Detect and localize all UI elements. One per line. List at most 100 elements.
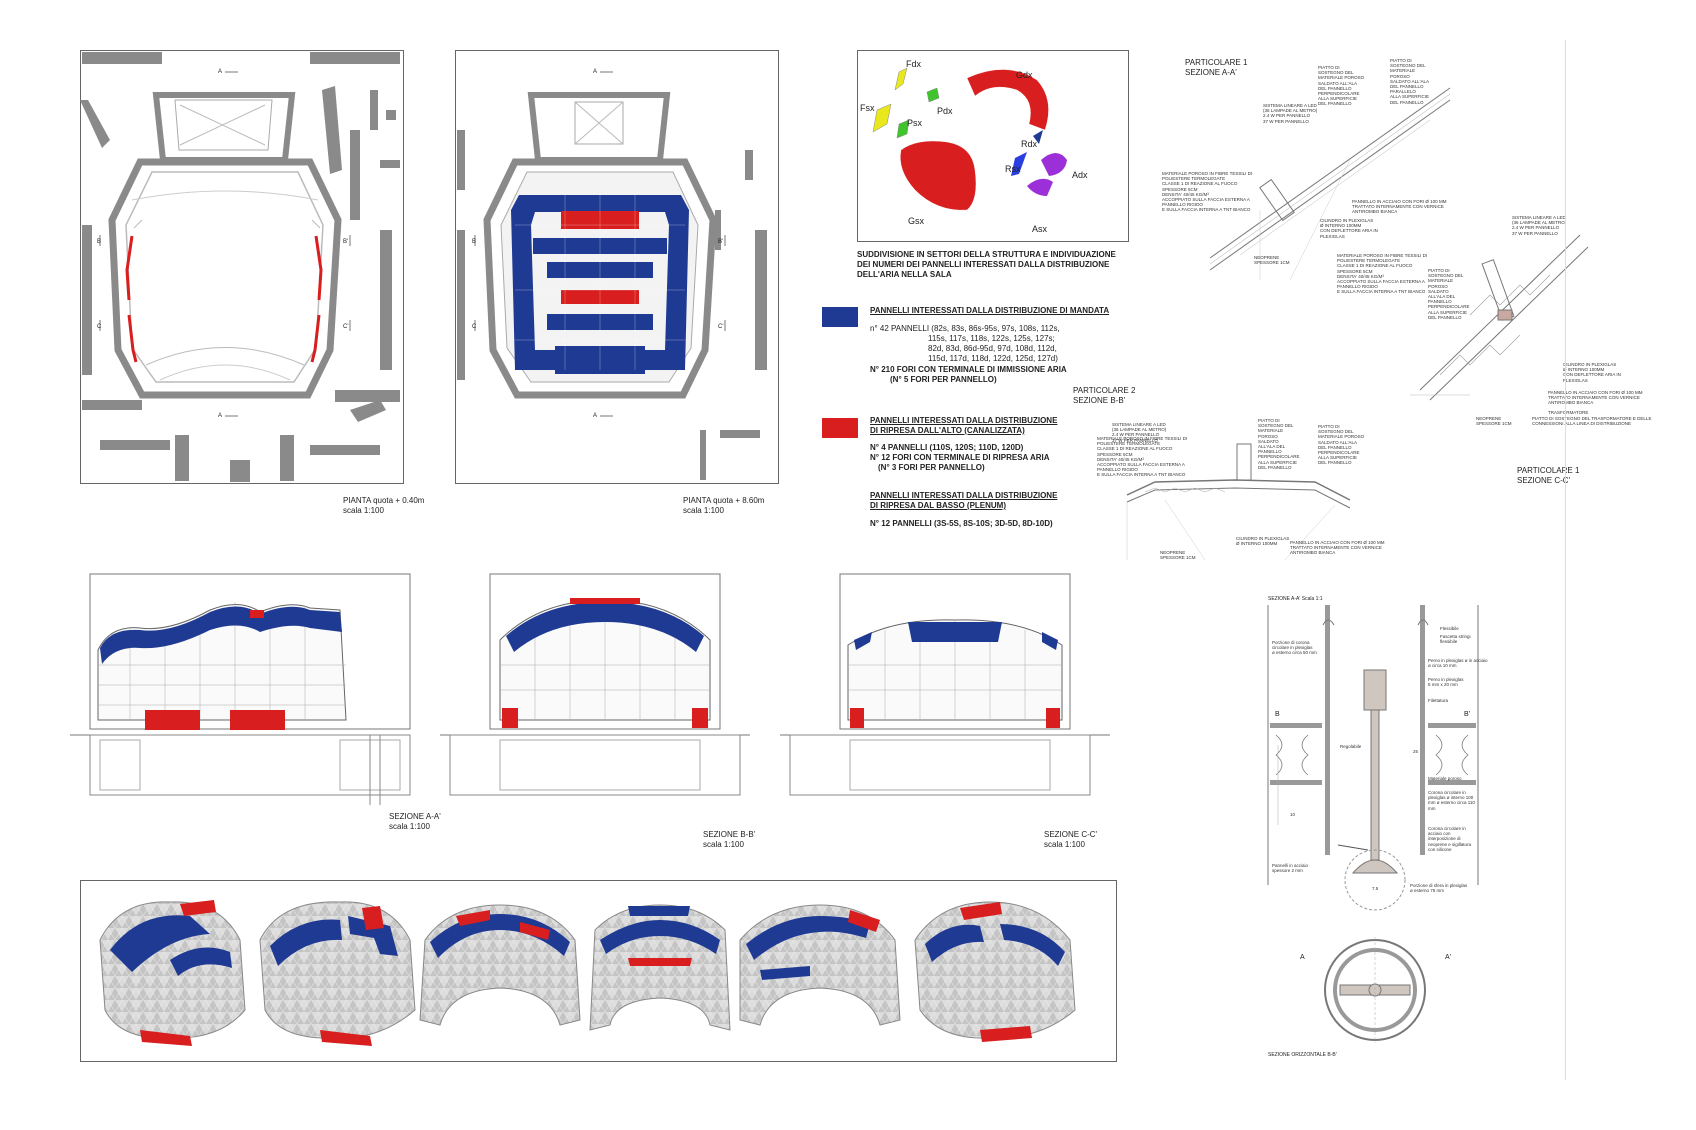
plan2-drawing (457, 71, 767, 480)
terminal-marker-b-right: B' (1464, 711, 1471, 718)
plan2-marker-left1: B (472, 239, 477, 245)
legend-top-intake-title-2: DI RIPRESA DALL'ALTO (CANALIZZATA) (870, 426, 1025, 435)
sector-label-gdx: Gdx (1016, 70, 1033, 80)
terminal-note-right-3: Perno in plexiglas ø in acciaio ø circa … (1428, 658, 1488, 669)
terminal-center-label: Regolabile (1340, 744, 1362, 749)
detail-p1c-title-2: SEZIONE C-C' (1517, 476, 1571, 485)
terminal-note-right-5: Filettatura (1428, 698, 1449, 703)
view-3d-5 (739, 904, 901, 1026)
legend-top-intake-line-3: (n° 3 FORI PER PANNELLO) (878, 463, 985, 472)
detail-p1a-title-1: PARTICOLARE 1 (1185, 58, 1248, 67)
plan1-marker-right2: C' (343, 324, 349, 330)
terminal-note-left-2: Pannelli in acciaio spessore 2 mm (1272, 863, 1309, 874)
terminal-note-right-4: Perno in plexiglas 5 mm x 20 mm (1428, 677, 1464, 688)
section-aa-red-top (250, 610, 264, 618)
detail-p2-note-1: SISTEMA LINEARE A LED (36 LAMPADE AL MET… (1112, 422, 1167, 443)
section-cc-red-bottom-right (1046, 708, 1060, 728)
legend-supply-swatch (822, 307, 858, 327)
detail-p1a-note-4: MATERIALE POROSO IN FIBRE TESSILI DI POL… (1162, 171, 1253, 213)
sector-asx (1027, 178, 1053, 196)
detail-p1c-note-2: MATERIALE POROSO IN FIBRE TESSILI DI POL… (1337, 253, 1428, 295)
plan2-marker-right1: B' (718, 239, 724, 245)
legend-supply-line-6: (n° 5 FORI PER PANNELLO) (890, 375, 997, 384)
right-edge-line (1565, 40, 1566, 1080)
terminal-note-right-9: Porzione di sfera in plexiglas ø esterno… (1410, 883, 1468, 894)
plan1-hall-walls (108, 158, 342, 399)
legend-supply-line-2: 115s, 117s, 118s, 122s, 125s, 127s; (928, 334, 1055, 343)
legend-top-intake-title-1: PANNELLI INTERESSATI DALLA DISTRIBUZIONE (870, 416, 1058, 425)
plan1-red-panel-right-top (314, 235, 323, 301)
section-cc-scale: scala 1:100 (1044, 840, 1085, 849)
plan1-red-panel-right-bottom (310, 314, 321, 363)
plan1-red-panel-left-top (125, 235, 134, 301)
detail-p1a-note-7: NEOPRENE SPESSORE 1cm (1254, 255, 1290, 266)
detail-p1c-drawing (1410, 234, 1589, 401)
detail-p2-note-3: PIATTO DI SOSTEGNO DEL MATERIALE POROSO … (1318, 424, 1365, 466)
view-3d-2 (259, 901, 416, 1046)
plan2-title: PIANTA quota + 8.60m (683, 496, 765, 505)
sector-label-rsx: Rsx (1005, 164, 1021, 174)
plan1-title: PIANTA quota + 0.40m (343, 496, 425, 505)
detail-p2-note-4: MATERIALE POROSO IN FIBRE TESSILI DI POL… (1097, 436, 1188, 478)
section-cc-red-bottom-left (850, 708, 864, 728)
detail-p1a-drawing (1209, 87, 1451, 281)
plan2-blue-ring (511, 195, 689, 370)
sector-label-fsx: Fsx (860, 103, 875, 113)
sector-gsx (900, 140, 977, 211)
terminal-marker-a-right: A' (1445, 954, 1452, 961)
plan1-marker-left1: B (97, 239, 102, 245)
plan2-marker-top: A (593, 69, 598, 75)
sector-psx (896, 119, 910, 139)
detail-p1a-note-5: PANNELLO IN ACCIAIO CON FORI Ø 100 mm TR… (1352, 199, 1447, 215)
detail-p1a-note-3: SISTEMA LINEARE A LED (36 LAMPADE AL MET… (1263, 103, 1318, 124)
section-bb-red-top (570, 598, 640, 604)
detail-p2-drawing (1126, 443, 1351, 561)
terminal-note-right-2: Fascetta stringi flessibile (1440, 634, 1471, 645)
legend-bottom-intake-title-1: PANNELLI INTERESSATI DALLA DISTRIBUZIONE (870, 491, 1058, 500)
terminal-drawing (1267, 605, 1479, 911)
view-3d-1 (99, 900, 246, 1046)
terminal-note-right-6: Materiale poroso (1428, 776, 1462, 781)
plan1-scale: scala 1:100 (343, 506, 384, 515)
detail-p1c-note-3: PIATTO DI SOSTEGNO DEL MATERIALE POROSO … (1428, 268, 1470, 320)
section-aa-title: SEZIONE A-A' (389, 812, 441, 821)
view-3d-4 (589, 904, 731, 1031)
detail-p1a-title-2: SEZIONE A-A' (1185, 68, 1237, 77)
section-aa-red-bottom-2 (230, 710, 285, 730)
plan2-stage (527, 92, 671, 163)
sector-pdx (926, 87, 940, 103)
section-aa-blue-band (100, 606, 342, 664)
section-bb-drawing (440, 573, 750, 796)
detail-p2-note-2: PIATTO DI SOSTEGNO DEL MATERIALE POROSO … (1258, 418, 1300, 470)
plan1-marker-bottom: A (218, 413, 223, 419)
sector-fdx (894, 67, 908, 91)
terminal-horizontal-title: SEZIONE ORIZZONTALE B-B' (1268, 1052, 1337, 1058)
legend-supply-line-3: 82d, 83d, 86d-95d, 97d, 108d, 112d, (928, 344, 1057, 353)
plan1-marker-top: A (218, 69, 223, 75)
detail-p2-note-6: PANNELLO IN ACCIAIO CON FORI Ø 100 mm TR… (1290, 540, 1385, 556)
plan2-marker-right2: C' (718, 324, 724, 330)
legend-top-intake-swatch (822, 418, 858, 438)
detail-p1c-note-1: SISTEMA LINEARE A LED (36 LAMPADE AL MET… (1512, 215, 1567, 236)
section-bb-blue-band (506, 602, 704, 652)
terminal-note-left-1: Porzione di corona circolare in plexigla… (1272, 640, 1317, 656)
detail-p1c-title-1: PARTICOLARE 1 (1517, 466, 1580, 475)
plan1-red-panel-left-bottom (127, 314, 138, 363)
plan2-surrounding-walls (457, 130, 767, 480)
detail-p1c-note-5: PANNELLO IN ACCIAIO CON FORI Ø 100 mm TR… (1548, 390, 1643, 406)
plan1-marker-right1: B' (343, 239, 349, 245)
sector-adx (1041, 153, 1067, 176)
terminal-marker-b-left: B (1275, 711, 1280, 718)
plan1-surrounding-walls (80, 52, 400, 482)
sector-label-pdx: Pdx (937, 106, 953, 116)
legend-supply-line-4: 115d, 117d, 118d, 122d, 125d, 127d) (928, 354, 1058, 363)
legend-supply-line-1: n° 42 PANNELLI (82s, 83s, 86s-95s, 97s, … (870, 324, 1060, 333)
section-cc-drawing (780, 573, 1110, 796)
legend-top-intake-line-2: n° 12 FORI CON TERMINALE DI RIPRESA ARIA (870, 453, 1050, 462)
legend-top-intake-line-1: n° 4 PANNELLI (110s, 120s; 110d, 120d) (870, 443, 1024, 452)
section-bb-title: SEZIONE B-B' (703, 830, 756, 839)
plan1-drawing (80, 52, 400, 482)
terminal-dim-2: 25 (1413, 749, 1419, 754)
terminal-marker-a-left: A (1300, 954, 1305, 961)
